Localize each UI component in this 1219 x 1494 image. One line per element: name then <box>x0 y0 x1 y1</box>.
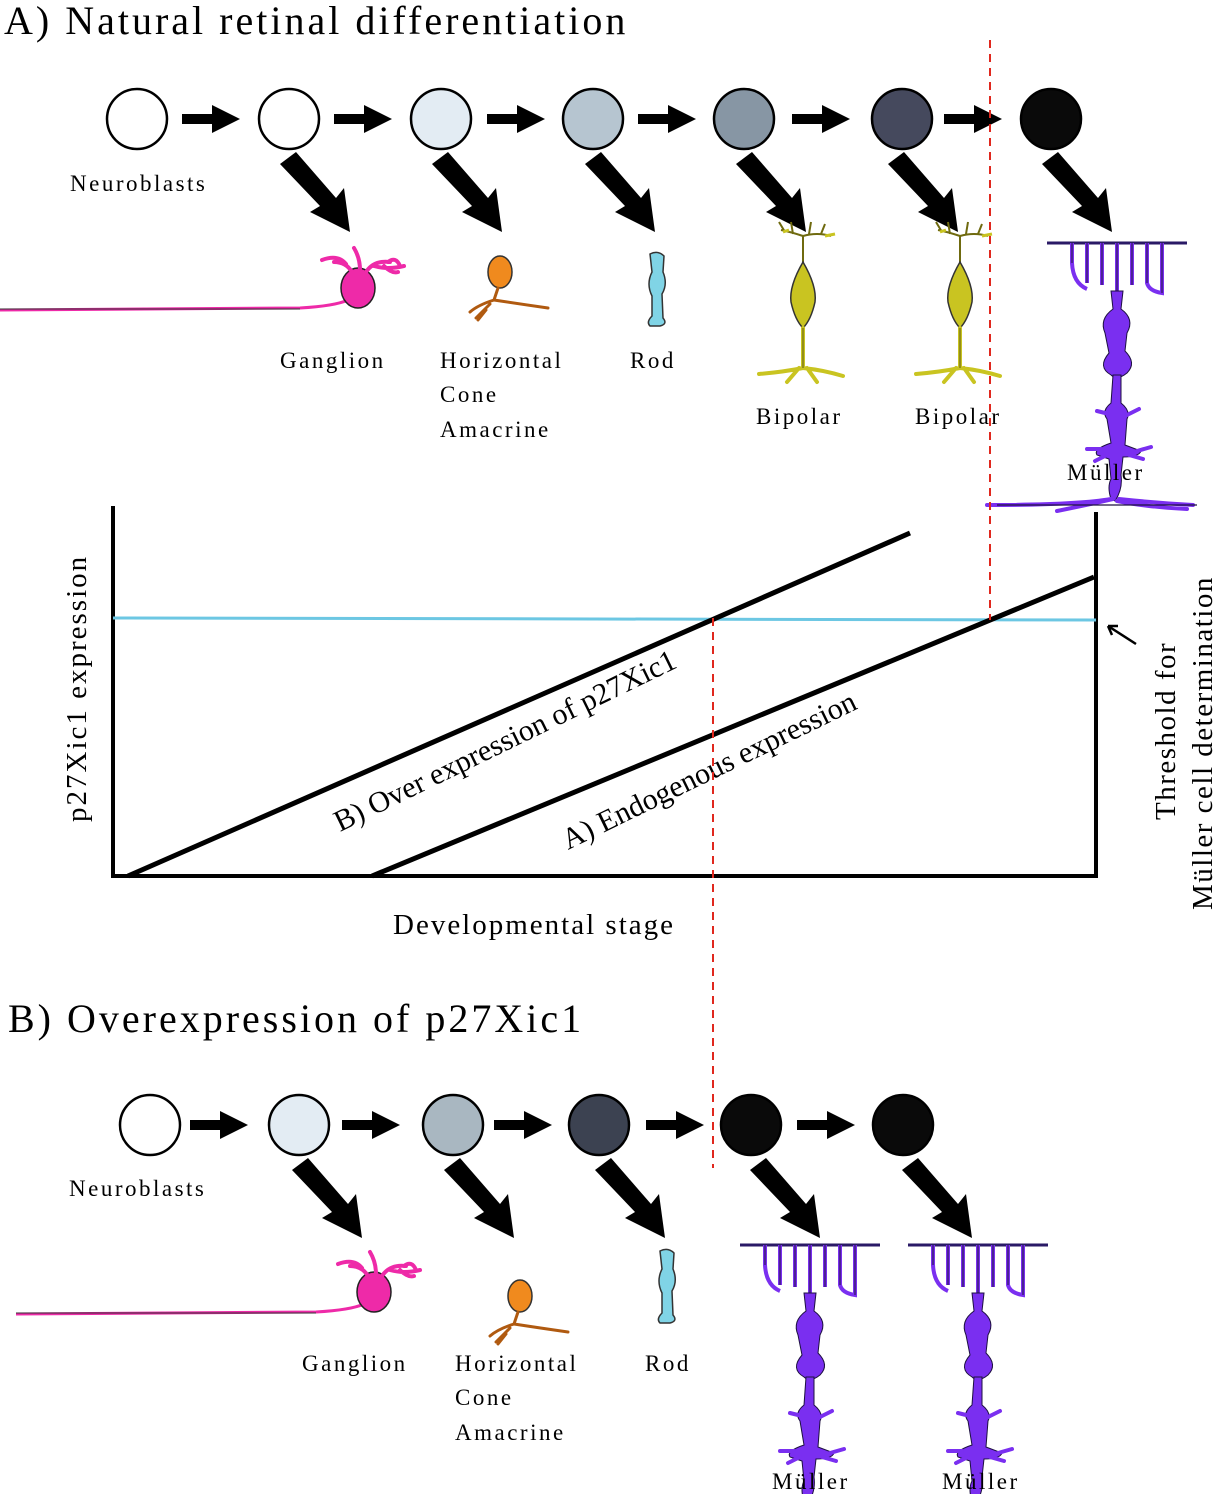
label-cone-a: Cone <box>440 382 499 407</box>
ganglion-cell-a <box>0 246 406 312</box>
panel-a-progenitor-row <box>105 87 1083 151</box>
panel-a-arrows <box>182 105 1112 232</box>
label-neuroblasts-b: Neuroblasts <box>69 1176 206 1201</box>
horizontal-cell-b <box>488 1278 570 1346</box>
label-horizontal-b: Horizontal <box>455 1351 578 1376</box>
panel-a-cell-types <box>0 220 1199 513</box>
panel-b-progenitor-2 <box>267 1093 331 1157</box>
label-bipolar-a1: Bipolar <box>756 404 843 429</box>
panel-b-progenitor-5 <box>719 1093 783 1157</box>
panel-a-progenitor-1 <box>105 87 169 151</box>
panel-b-progenitor-3 <box>421 1093 485 1157</box>
label-ganglion-a: Ganglion <box>280 348 386 373</box>
panel-a-progenitor-6 <box>870 87 934 151</box>
panel-a-progenitor-2 <box>257 87 321 151</box>
panel-a-progenitor-7 <box>1019 87 1083 151</box>
y-axis-label: p27Xic1 expression <box>61 555 93 822</box>
label-muller-b1: Müller <box>772 1469 850 1494</box>
panel-b-progenitor-1 <box>118 1093 182 1157</box>
label-rod-b: Rod <box>645 1351 691 1376</box>
muller-cell-b2 <box>846 1243 1060 1494</box>
panel-b-progenitor-6 <box>871 1093 935 1157</box>
panel-b-title: B) Overexpression of p27Xic1 <box>8 996 584 1041</box>
panel-a-progenitor-4 <box>561 87 625 151</box>
horizontal-cell-a <box>468 254 550 322</box>
label-horizontal-a: Horizontal <box>440 348 563 373</box>
expression-graph <box>111 506 1137 879</box>
panel-a-progenitor-3 <box>409 87 473 151</box>
muller-cell-b1 <box>678 1243 892 1494</box>
label-cone-b: Cone <box>455 1385 514 1410</box>
threshold-line <box>112 616 1097 622</box>
label-rod-a: Rod <box>630 348 676 373</box>
label-amacrine-b: Amacrine <box>455 1420 566 1445</box>
endogenous-line <box>371 574 1095 879</box>
panel-a-progenitor-5 <box>712 87 776 151</box>
label-ganglion-b: Ganglion <box>302 1351 408 1376</box>
label-bipolar-a2: Bipolar <box>915 404 1002 429</box>
rod-cell-b <box>657 1248 677 1324</box>
panel-b-progenitor-4 <box>567 1093 631 1157</box>
label-neuroblasts-a: Neuroblasts <box>70 171 207 196</box>
threshold-label-line2: Müller cell determination <box>1187 576 1219 910</box>
panel-b-progenitor-row <box>118 1093 935 1157</box>
ganglion-cell-b <box>14 1250 422 1316</box>
panel-a-title: A) Natural retinal differentiation <box>4 0 628 43</box>
threshold-label-line1: Threshold for <box>1150 642 1182 820</box>
label-amacrine-a: Amacrine <box>440 417 551 442</box>
bipolar-cell-a2 <box>914 220 1002 384</box>
label-muller-b2: Müller <box>942 1469 1020 1494</box>
threshold-pointer-arrow <box>1106 624 1137 646</box>
label-muller-a: Müller <box>1067 460 1145 485</box>
x-axis-label: Developmental stage <box>393 909 675 941</box>
overexpression-line <box>126 530 912 879</box>
bipolar-cell-a1 <box>757 220 845 384</box>
rod-cell-a <box>647 251 667 327</box>
